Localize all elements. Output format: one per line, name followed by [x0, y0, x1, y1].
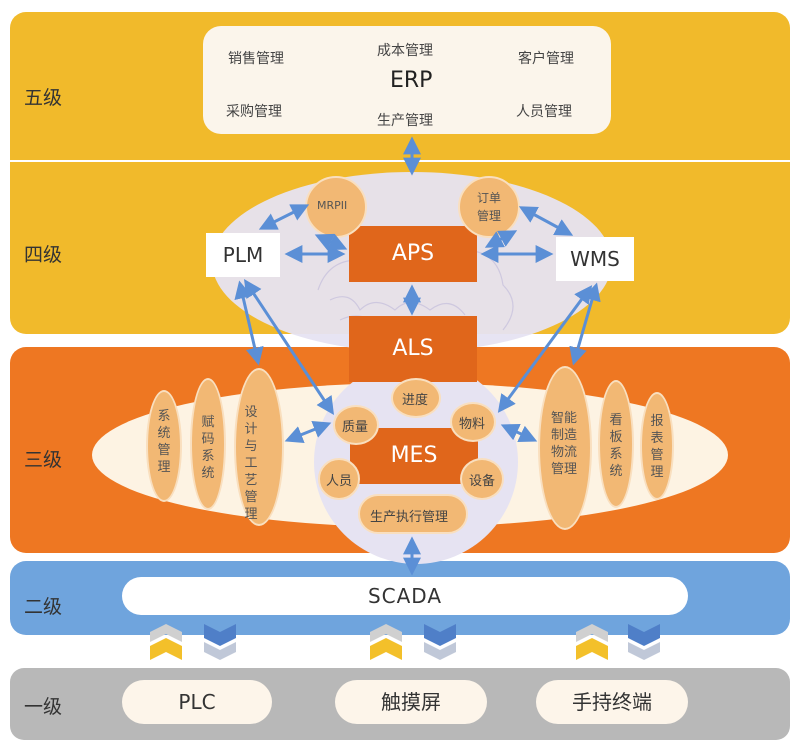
erp-item-personnel: 人员管理	[516, 104, 572, 120]
arrow-design-mes	[284, 420, 332, 444]
level-1-label: 一级	[24, 696, 63, 718]
chevron-up-icon	[576, 624, 608, 660]
order-label-2: 管理	[477, 209, 502, 223]
production-exec-pill	[358, 494, 468, 534]
order-label-1: 订单	[477, 191, 502, 205]
system-mgmt-oval	[146, 390, 182, 502]
progress-circle	[391, 378, 441, 418]
arrow-plm-quality	[244, 278, 334, 416]
erp-item-customer: 客户管理	[518, 51, 574, 67]
staff-circle	[318, 458, 360, 500]
als-box: ALS	[349, 316, 477, 382]
order-circle	[458, 176, 520, 238]
erp-title: ERP	[390, 68, 433, 93]
arrow-order-aps	[484, 230, 518, 248]
quality-circle	[333, 405, 379, 445]
touchscreen-pill: 触摸屏	[335, 680, 487, 724]
handheld-pill: 手持终端	[536, 680, 688, 724]
erp-box	[203, 26, 611, 134]
chevron-down-icon	[204, 624, 236, 660]
aps-box: APS	[349, 226, 477, 282]
level-3-label: 三级	[24, 449, 63, 471]
arrow-material-smart	[500, 423, 538, 443]
progress-label: 进度	[402, 393, 429, 408]
quality-label: 质量	[342, 420, 369, 435]
chevron-down-icon	[628, 624, 660, 660]
equipment-label: 设备	[469, 474, 496, 489]
arrow-plm-mrp	[258, 204, 310, 230]
erp-item-production: 生产管理	[377, 113, 433, 129]
arrow-order-wms	[518, 206, 574, 236]
material-label: 物料	[459, 417, 486, 432]
coding-system-label: 赋码系统	[201, 415, 215, 481]
report-oval	[640, 392, 674, 500]
erp-item-sales: 销售管理	[228, 51, 284, 67]
level-2-label: 二级	[24, 596, 63, 618]
coding-system-oval	[190, 378, 226, 510]
scada-bar: SCADA	[122, 577, 688, 615]
level-5-label: 五级	[24, 87, 63, 109]
erp-item-purchase: 采购管理	[226, 104, 282, 120]
kanban-label: 看板系统	[609, 413, 623, 479]
wms-box: WMS	[556, 237, 634, 281]
erp-item-cost: 成本管理	[377, 43, 433, 59]
plm-box: PLM	[206, 233, 280, 277]
arrow-mrp-aps	[314, 233, 348, 251]
kanban-oval	[598, 380, 634, 508]
plc-pill: PLC	[122, 680, 272, 724]
staff-label: 人员	[326, 474, 353, 489]
arrow-wms-material	[497, 285, 593, 413]
report-label: 报表管理	[650, 414, 664, 480]
chevron-down-icon	[424, 624, 456, 660]
material-circle	[450, 402, 496, 442]
equipment-circle	[460, 458, 504, 500]
design-process-label: 设计与工艺管理	[244, 405, 258, 522]
smart-mfg-logistics-label: 智能制造物流管理	[550, 411, 577, 477]
level-4-label: 四级	[24, 244, 63, 266]
production-exec-label: 生产执行管理	[370, 510, 449, 525]
chevron-up-icon	[370, 624, 402, 660]
mrp-label: MRPII	[317, 199, 348, 212]
system-mgmt-label: 系统管理	[157, 409, 171, 475]
chevron-up-icon	[150, 624, 182, 660]
